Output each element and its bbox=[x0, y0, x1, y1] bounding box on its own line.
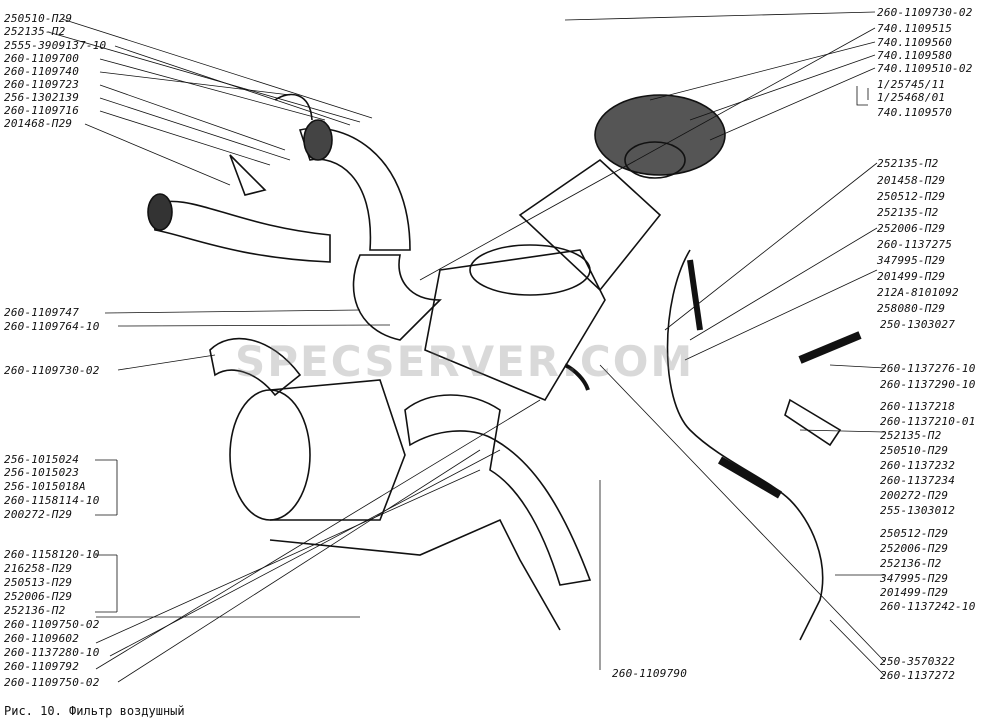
part-label: 740.1109570 bbox=[877, 106, 953, 119]
part-label: 258080-П29 bbox=[877, 302, 946, 315]
part-label: 260-1109730-02 bbox=[877, 6, 973, 19]
watermark-text: SPECSERVER.COM bbox=[235, 337, 695, 386]
part-label: 200272-П29 bbox=[4, 508, 73, 521]
part-label: 347995-П29 bbox=[880, 572, 949, 585]
part-label: 347995-П29 bbox=[877, 254, 946, 267]
leader-lines bbox=[47, 11, 886, 683]
part-label: 250-1303027 bbox=[880, 318, 956, 331]
part-label: 740.1109510-02 bbox=[877, 62, 973, 75]
perforated-screen bbox=[518, 158, 662, 292]
part-label: 260-1158114-10 bbox=[4, 494, 100, 507]
control-rod bbox=[666, 249, 824, 641]
part-label: 260-1137280-10 bbox=[4, 646, 100, 659]
part-label: 740.1109580 bbox=[877, 49, 953, 62]
part-label: 250512-П29 bbox=[877, 190, 946, 203]
outlet-pipe bbox=[489, 438, 592, 586]
part-label: 260-1109750-02 bbox=[4, 618, 100, 631]
part-label: 250510-П29 bbox=[880, 444, 949, 457]
part-label: 1/25468/01 bbox=[877, 91, 946, 104]
part-label: 250-3570322 bbox=[880, 655, 956, 668]
part-label: 252006-П29 bbox=[4, 590, 73, 603]
part-label: 256-1015018А bbox=[4, 480, 86, 493]
part-label: 256-1302139 bbox=[4, 91, 80, 104]
part-label: 201499-П29 bbox=[877, 270, 946, 283]
part-label: 260-1109716 bbox=[4, 104, 80, 117]
part-label: 256-1015023 bbox=[4, 466, 80, 479]
filter-housing bbox=[424, 249, 606, 402]
pipe-end-mesh bbox=[303, 119, 333, 161]
intake-pipe-elbow bbox=[298, 127, 411, 251]
part-label: 252006-П29 bbox=[880, 542, 949, 555]
mount-bracket bbox=[229, 154, 267, 196]
rod-grip bbox=[717, 456, 783, 499]
part-label: 250513-П29 bbox=[4, 576, 73, 589]
bellows-upper bbox=[352, 254, 442, 341]
rod-sleeve bbox=[687, 259, 703, 331]
part-label: 260-1109764-10 bbox=[4, 320, 100, 333]
part-label: 260-1137242-10 bbox=[880, 600, 976, 613]
figure-caption: Рис. 10. Фильтр воздушный bbox=[4, 704, 185, 718]
part-label: 250510-П29 bbox=[4, 12, 73, 25]
part-label: 260-1137234 bbox=[880, 474, 956, 487]
part-label: 256-1015024 bbox=[4, 453, 80, 466]
part-label: 252135-П2 bbox=[877, 206, 939, 219]
part-label: 260-1109723 bbox=[4, 78, 80, 91]
part-label: 740.1109515 bbox=[877, 22, 953, 35]
intake-hose-left bbox=[149, 200, 331, 263]
part-label: 212А-8101092 bbox=[877, 286, 959, 299]
part-label: 2555-3909137-10 bbox=[4, 39, 107, 52]
part-label: 252135-П2 bbox=[4, 25, 66, 38]
part-label: 260-1137290-10 bbox=[880, 378, 976, 391]
part-label: 260-1137276-10 bbox=[880, 362, 976, 375]
part-label: 252135-П2 bbox=[877, 157, 939, 170]
part-label: 740.1109560 bbox=[877, 36, 953, 49]
part-label: 260-1137232 bbox=[880, 459, 956, 472]
support-frame bbox=[269, 518, 561, 631]
part-label: 260-1137272 bbox=[880, 669, 956, 682]
part-label: 252135-П2 bbox=[880, 429, 942, 442]
bellows-left bbox=[209, 337, 302, 397]
part-label: 260-1137210-01 bbox=[880, 415, 976, 428]
hose-end-mesh bbox=[147, 193, 173, 231]
part-label: 260-1109730-02 bbox=[4, 364, 100, 377]
part-label: 252136-П2 bbox=[880, 557, 942, 570]
part-label: 1/25745/11 bbox=[877, 78, 946, 91]
part-label: 200272-П29 bbox=[880, 489, 949, 502]
part-label: 260-1109747 bbox=[4, 306, 80, 319]
part-label: 201458-П29 bbox=[877, 174, 946, 187]
lower-filter-body bbox=[269, 379, 406, 521]
bracket-clamp bbox=[274, 93, 313, 121]
part-label: 260-1109602 bbox=[4, 632, 80, 645]
part-label: 260-1158120-10 bbox=[4, 548, 100, 561]
part-label: 252006-П29 bbox=[877, 222, 946, 235]
part-label: 252136-П2 bbox=[4, 604, 66, 617]
manifold-connector bbox=[404, 394, 501, 447]
part-label: 201468-П29 bbox=[4, 117, 73, 130]
part-label: 260-1137218 bbox=[880, 400, 956, 413]
part-label: 260-1109700 bbox=[4, 52, 80, 65]
part-label: 260-1109792 bbox=[4, 660, 80, 673]
part-label-bottom-center: 260-1109790 bbox=[612, 667, 688, 680]
lower-filter-front bbox=[229, 389, 311, 521]
lever-handle bbox=[798, 331, 862, 364]
part-label: 255-1303012 bbox=[880, 504, 956, 517]
cover-hub bbox=[624, 141, 686, 179]
part-label: 250512-П29 bbox=[880, 527, 949, 540]
part-label: 260-1137275 bbox=[877, 238, 953, 251]
lever-bracket bbox=[784, 398, 842, 447]
part-label: 260-1109740 bbox=[4, 65, 80, 78]
housing-top bbox=[469, 244, 591, 296]
part-label: 201499-П29 bbox=[880, 586, 949, 599]
part-label: 216258-П29 bbox=[4, 562, 73, 575]
cyclone-cover bbox=[594, 94, 726, 176]
small-hose bbox=[564, 363, 590, 391]
part-label: 260-1109750-02 bbox=[4, 676, 100, 689]
